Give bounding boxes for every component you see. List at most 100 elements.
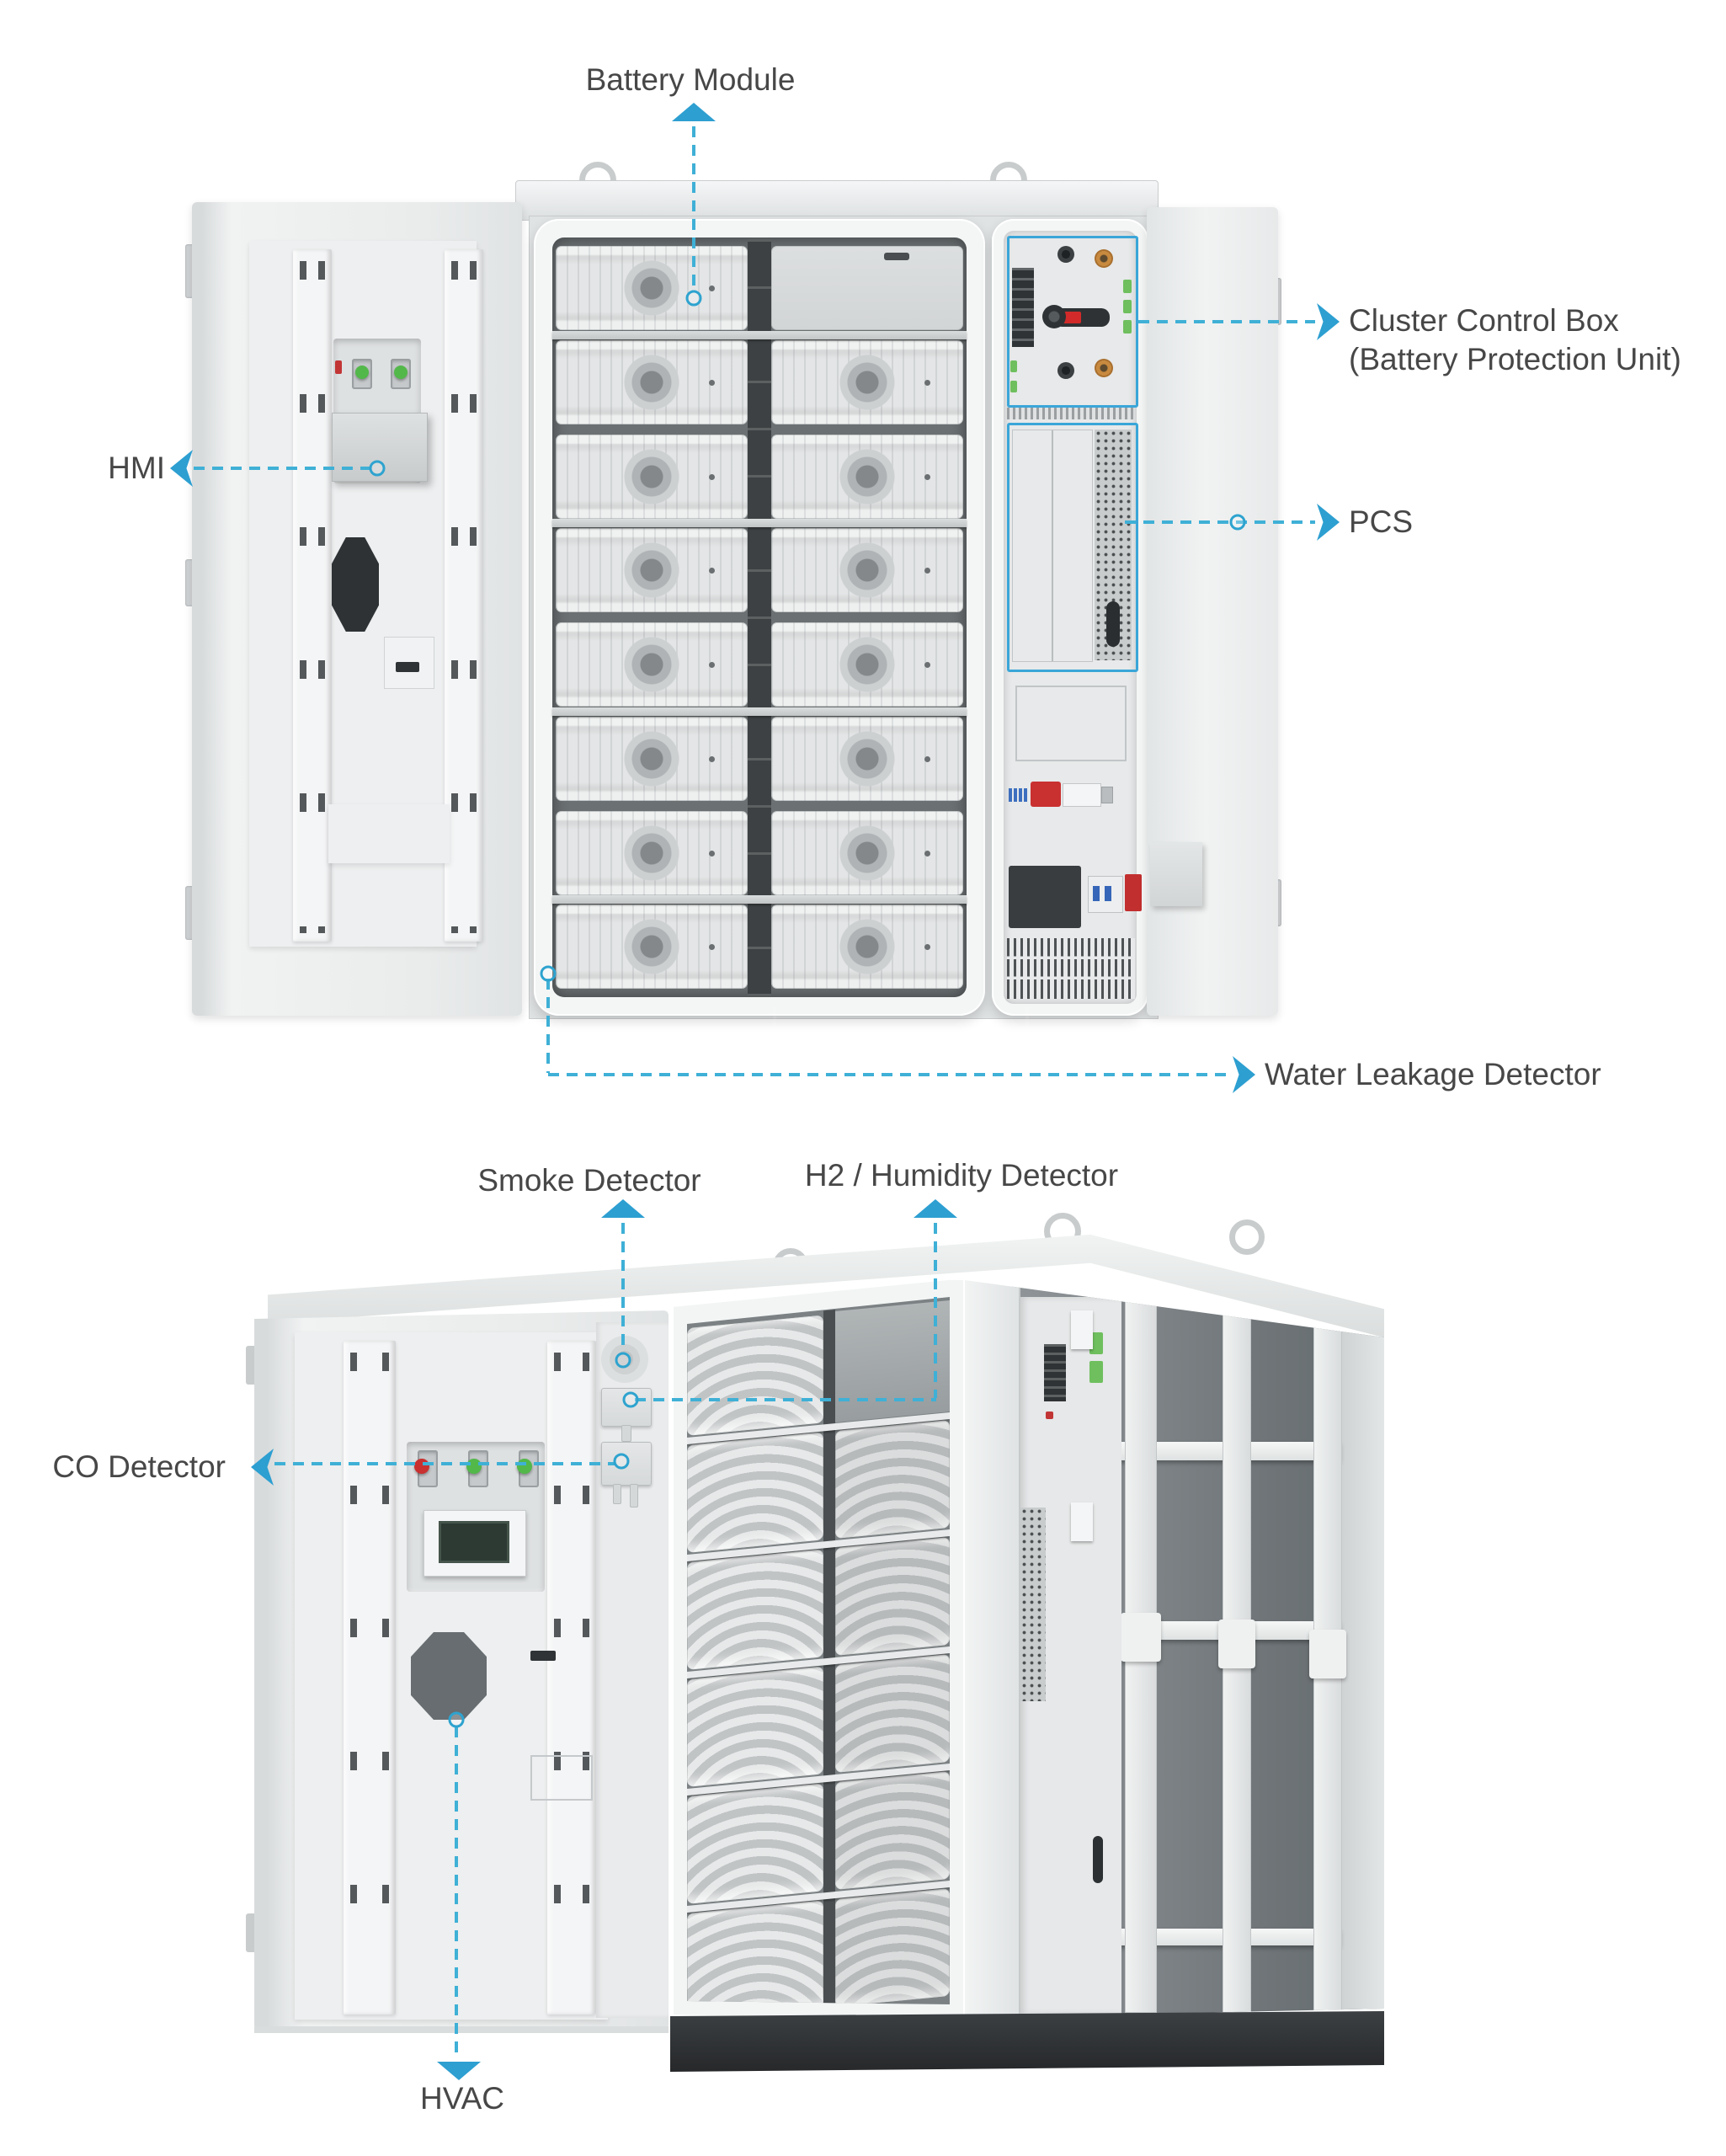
arrow-right-icon [1317, 504, 1340, 541]
battery-module [771, 528, 963, 613]
lifting-hook-icon [1229, 1219, 1265, 1255]
anchor-dot-icon [369, 460, 386, 477]
door-rail [344, 1341, 396, 2015]
frame-post [1121, 1280, 1161, 2013]
battery-module [687, 1432, 823, 1553]
anchor-dot-icon [448, 1711, 465, 1728]
leader-line [548, 1073, 1230, 1076]
cabinet-base [524, 1007, 1280, 1059]
breaker-hub [1042, 305, 1066, 328]
green-switch [466, 1459, 482, 1474]
anchor-dot-icon [1229, 514, 1246, 531]
leader-line [934, 1223, 937, 1398]
shelf-rail [552, 331, 967, 339]
connector-blue-terminals [1009, 788, 1029, 802]
anchor-dot-icon [622, 1391, 639, 1408]
callout-cluster-control-box-label: Cluster Control Box (Battery Protection … [1349, 302, 1681, 379]
arrow-right-icon [1317, 303, 1340, 340]
power-connector-cap [1101, 787, 1113, 803]
arrow-up-icon [672, 103, 716, 121]
arrow-up-icon [601, 1199, 645, 1218]
callout-h2-humidity-label: H2 / Humidity Detector [804, 1158, 1119, 1193]
lower-panel-outline [1015, 686, 1127, 761]
cabinet-roof [515, 180, 1159, 221]
leader-line [1125, 520, 1315, 524]
red-indicator [1046, 1412, 1053, 1419]
detector-pipe [613, 1484, 621, 1504]
hinge-tab [1071, 1310, 1093, 1349]
shelf-rail [552, 895, 967, 904]
frame-post [1309, 1292, 1346, 2018]
handle-slot [1093, 1836, 1103, 1883]
small-panel-outline [530, 1755, 593, 1801]
side-frame-structure [965, 1280, 1384, 2018]
breaker-red-block [1125, 874, 1142, 911]
cluster-control-box-highlight [1007, 236, 1138, 408]
leader-line [635, 1398, 936, 1401]
battery-module [687, 1549, 823, 1670]
green-switch [355, 366, 369, 379]
terminal-green [1123, 300, 1132, 313]
battery-module [771, 716, 963, 801]
leader-line [194, 467, 376, 470]
anchor-dot-icon [615, 1352, 631, 1369]
power-connector-body [1063, 783, 1101, 807]
battery-module [687, 1315, 823, 1436]
power-connector-red [1031, 782, 1061, 807]
hinge-tab [1071, 1502, 1093, 1541]
terminal-green [1010, 360, 1017, 372]
terminal-green [1089, 1332, 1103, 1354]
battery-module [556, 434, 748, 519]
frame-post [1218, 1280, 1255, 2018]
detector-plate [596, 1322, 669, 2018]
battery-module-grid [687, 1299, 950, 2004]
battery-module [556, 905, 748, 990]
arrow-down-icon [437, 2062, 481, 2080]
arrow-up-icon [914, 1199, 957, 1218]
battery-module [556, 622, 748, 707]
terminal-green [1010, 381, 1017, 392]
detector-pipe [630, 1484, 638, 1508]
leader-line [546, 979, 550, 1073]
back-panel [1340, 1314, 1384, 2018]
door-rail [547, 1341, 596, 2015]
battery-module [687, 1666, 823, 1787]
corner-post [965, 1280, 1020, 2018]
terminal-green [1123, 280, 1132, 293]
battery-module [687, 1900, 823, 2004]
arrow-right-icon [1233, 1056, 1255, 1093]
arrow-left-icon [170, 450, 193, 487]
shelf-rail [552, 707, 967, 716]
anchor-dot-icon [613, 1453, 630, 1470]
leader-line [692, 126, 695, 293]
empty-bay-panel [835, 1300, 950, 1422]
left-door [254, 1310, 669, 2030]
battery-module [556, 716, 748, 801]
callout-label-line: (Battery Protection Unit) [1349, 342, 1681, 376]
terminal-green [1123, 320, 1132, 334]
door-bottom-shadow [254, 2026, 669, 2033]
leader-line [1138, 320, 1315, 323]
anchor-dot-icon [540, 965, 557, 982]
pcs-doors [1012, 430, 1093, 662]
leader-line [455, 1726, 458, 2060]
battery-module-grid [556, 241, 963, 994]
connector-dark-icon [1057, 246, 1074, 263]
latch-slot [396, 662, 419, 672]
battery-module [771, 905, 963, 990]
detector-pipe [621, 1425, 631, 1442]
pcs-handle [1106, 601, 1120, 647]
leader-line [621, 1223, 625, 1354]
connector-orange-icon [1095, 249, 1113, 268]
rack-center-channel [748, 239, 771, 995]
callout-battery-module-label: Battery Module [585, 62, 796, 97]
vent-grille [1007, 938, 1135, 999]
battery-bay-interior [687, 1297, 950, 2004]
battery-module [771, 434, 963, 519]
callout-label-line: Cluster Control Box [1349, 303, 1619, 338]
battery-module [556, 339, 748, 424]
battery-module [835, 1771, 950, 1890]
terminal-strip [1007, 408, 1133, 419]
battery-module [835, 1654, 950, 1773]
callout-smoke-detector-label: Smoke Detector [477, 1163, 701, 1198]
